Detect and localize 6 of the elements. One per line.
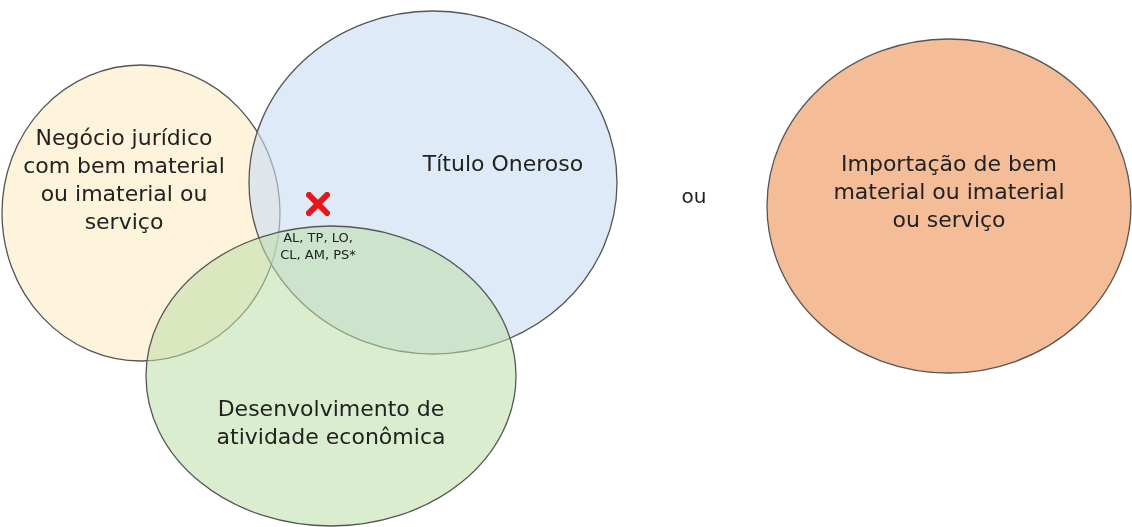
circle-label: Negócio jurídico com bem material ou imaterial ou serviço [22, 124, 226, 236]
circle-label: Importação de bem material ou imaterial ou serviço [832, 150, 1066, 234]
circle-label: Título Oneroso [421, 150, 585, 178]
intersection-label: AL, TP, LO, CL, AM, PS* [279, 229, 357, 263]
circle-label: Desenvolvimento de atividade econômica [215, 395, 447, 451]
conjunction-text: ou [680, 184, 708, 208]
